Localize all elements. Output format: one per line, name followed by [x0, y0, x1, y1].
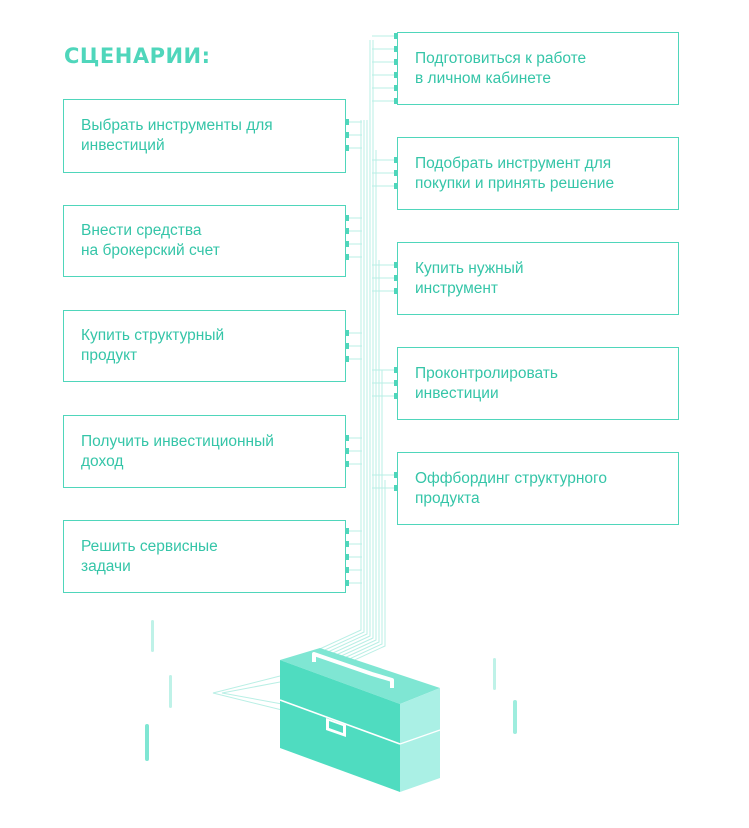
connector-port: [343, 228, 349, 234]
connector-port: [343, 448, 349, 454]
left-ports: [343, 119, 362, 586]
scenario-card: Получить инвестиционный доход: [63, 415, 346, 488]
scenario-card: Оффбординг структурного продукта: [397, 452, 679, 525]
connector-port: [343, 554, 349, 560]
scenario-label: Решить сервисные задачи: [81, 537, 218, 575]
scenario-label: Внести средства на брокерский счет: [81, 222, 220, 259]
decor-dash: [169, 675, 172, 708]
connector-port: [343, 145, 349, 151]
scenario-label: Купить структурный продукт: [81, 327, 225, 364]
scenario-label: Выбрать инструменты для инвестиций: [81, 117, 273, 154]
scenario-card: Купить структурный продукт: [63, 310, 346, 382]
connector-port: [343, 330, 349, 336]
decor-dash: [151, 620, 154, 652]
scenario-card: Решить сервисные задачи: [63, 520, 346, 593]
connector-port: [343, 528, 349, 534]
connector-port: [343, 132, 349, 138]
scenario-card: Проконтролировать инвестиции: [397, 347, 679, 420]
scenario-card: Выбрать инструменты для инвестиций: [63, 99, 346, 173]
connector-port: [343, 119, 349, 125]
connector-port: [343, 541, 349, 547]
scenario-label: Получить инвестиционный доход: [81, 432, 274, 470]
decor-dashes: [145, 620, 517, 761]
scenario-card: Подготовиться к работе в личном кабинете: [397, 32, 679, 105]
connector-port: [343, 461, 349, 467]
scenario-card: Подобрать инструмент для покупки и приня…: [397, 137, 679, 210]
scenario-card: Внести средства на брокерский счет: [63, 205, 346, 277]
scenario-label: Купить нужный инструмент: [415, 259, 524, 297]
connector-port: [343, 580, 349, 586]
connector-port: [343, 435, 349, 441]
page-title: СЦЕНАРИИ:: [64, 44, 211, 68]
decor-dash: [493, 658, 496, 690]
scenario-label: Подготовиться к работе в личном кабинете: [415, 49, 587, 87]
connector-port: [343, 567, 349, 573]
connector-port: [343, 343, 349, 349]
connector-port: [343, 241, 349, 247]
briefcase-icon: [279, 648, 441, 792]
connector-port: [343, 215, 349, 221]
scenario-label: Проконтролировать инвестиции: [415, 364, 558, 402]
scenario-label: Подобрать инструмент для покупки и приня…: [415, 154, 615, 192]
connector-port: [343, 356, 349, 362]
decor-dash: [513, 700, 517, 734]
decor-dash: [145, 724, 149, 761]
scenario-card: Купить нужный инструмент: [397, 242, 679, 315]
scenario-label: Оффбординг структурного продукта: [415, 469, 607, 507]
connector-port: [343, 254, 349, 260]
